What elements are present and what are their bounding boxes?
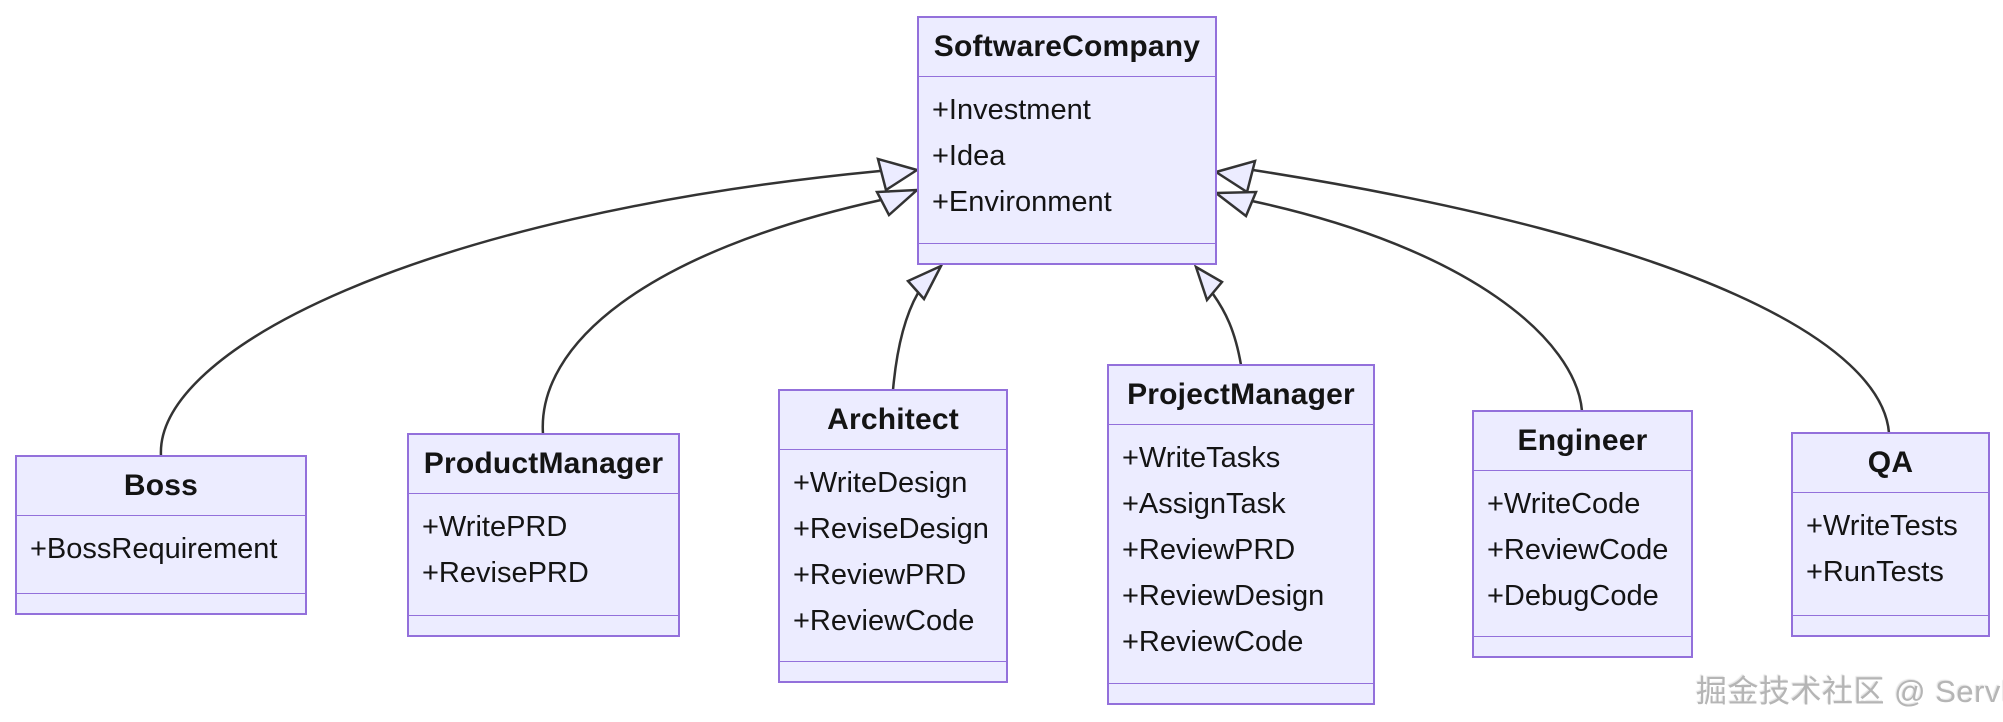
class-methods-empty: [409, 616, 678, 635]
class-attribute: +ReviseDesign: [793, 513, 989, 545]
class-title-softwarecompany: SoftwareCompany: [919, 18, 1215, 77]
class-box-softwarecompany: SoftwareCompany +Investment +Idea +Envir…: [917, 16, 1217, 265]
class-box-qa: QA +WriteTests +RunTests: [1791, 432, 1990, 637]
class-attribute: +BossRequirement: [30, 533, 278, 565]
class-attribute: +Idea: [932, 140, 1006, 172]
class-methods-empty: [780, 662, 1006, 681]
class-box-projectmanager: ProjectManager +WriteTasks +AssignTask +…: [1107, 364, 1375, 705]
class-attribute: +WriteCode: [1487, 488, 1641, 520]
class-attribute: +WriteTasks: [1122, 442, 1281, 474]
class-attrs-boss: +BossRequirement: [17, 516, 305, 594]
class-title-productmanager: ProductManager: [409, 435, 678, 494]
edge-architect-softwarecompany: [891, 292, 920, 391]
class-title-projectmanager: ProjectManager: [1109, 366, 1373, 425]
class-title-architect: Architect: [780, 391, 1006, 450]
inheritance-arrowhead: [874, 188, 921, 218]
class-box-boss: Boss +BossRequirement: [15, 455, 307, 615]
edge-productmanager-softwarecompany: [541, 198, 882, 435]
edge-engineer-softwarecompany: [1251, 199, 1584, 412]
class-title-boss: Boss: [17, 457, 305, 516]
class-attrs-architect: +WriteDesign +ReviseDesign +ReviewPRD +R…: [780, 450, 1006, 662]
class-attribute: +RevisePRD: [422, 557, 589, 589]
class-box-productmanager: ProductManager +WritePRD +RevisePRD: [407, 433, 680, 637]
class-attrs-softwarecompany: +Investment +Idea +Environment: [919, 77, 1215, 244]
inheritance-arrowhead: [1212, 190, 1258, 218]
class-title-qa: QA: [1793, 434, 1988, 493]
class-attribute: +ReviewCode: [793, 605, 975, 637]
inheritance-arrowhead: [1212, 159, 1257, 194]
inheritance-arrowhead: [1193, 264, 1224, 303]
edge-boss-softwarecompany: [159, 169, 881, 457]
edge-projectmanager-softwarecompany: [1211, 293, 1243, 366]
inheritance-arrowhead: [876, 157, 921, 192]
class-attribute: +DebugCode: [1487, 580, 1659, 612]
class-attribute: +ReviewCode: [1122, 626, 1304, 658]
class-attribute: +RunTests: [1806, 556, 1944, 588]
inheritance-arrowhead: [905, 263, 944, 302]
class-methods-empty: [17, 594, 305, 613]
class-attribute: +ReviewDesign: [1122, 580, 1325, 612]
class-methods-empty: [1109, 684, 1373, 703]
class-attribute: +AssignTask: [1122, 488, 1286, 520]
class-methods-empty: [1474, 637, 1691, 656]
watermark-text: 掘金技术社区 @ ServBay: [1696, 674, 2003, 709]
edge-qa-softwarecompany: [1252, 168, 1891, 434]
class-attrs-qa: +WriteTests +RunTests: [1793, 493, 1988, 616]
class-attribute: +Environment: [932, 186, 1112, 218]
class-attribute: +WriteDesign: [793, 467, 968, 499]
class-attrs-engineer: +WriteCode +ReviewCode +DebugCode: [1474, 471, 1691, 637]
class-methods-empty: [919, 244, 1215, 263]
class-attribute: +ReviewPRD: [1122, 534, 1296, 566]
class-attribute: +WriteTests: [1806, 510, 1958, 542]
class-attribute: +Investment: [932, 94, 1091, 126]
class-attribute: +ReviewCode: [1487, 534, 1669, 566]
class-attrs-productmanager: +WritePRD +RevisePRD: [409, 494, 678, 616]
class-attrs-projectmanager: +WriteTasks +AssignTask +ReviewPRD +Revi…: [1109, 425, 1373, 684]
class-methods-empty: [1793, 616, 1988, 635]
class-attribute: +ReviewPRD: [793, 559, 967, 591]
class-box-engineer: Engineer +WriteCode +ReviewCode +DebugCo…: [1472, 410, 1693, 658]
class-attribute: +WritePRD: [422, 511, 568, 543]
class-box-architect: Architect +WriteDesign +ReviseDesign +Re…: [778, 389, 1008, 683]
class-title-engineer: Engineer: [1474, 412, 1691, 471]
